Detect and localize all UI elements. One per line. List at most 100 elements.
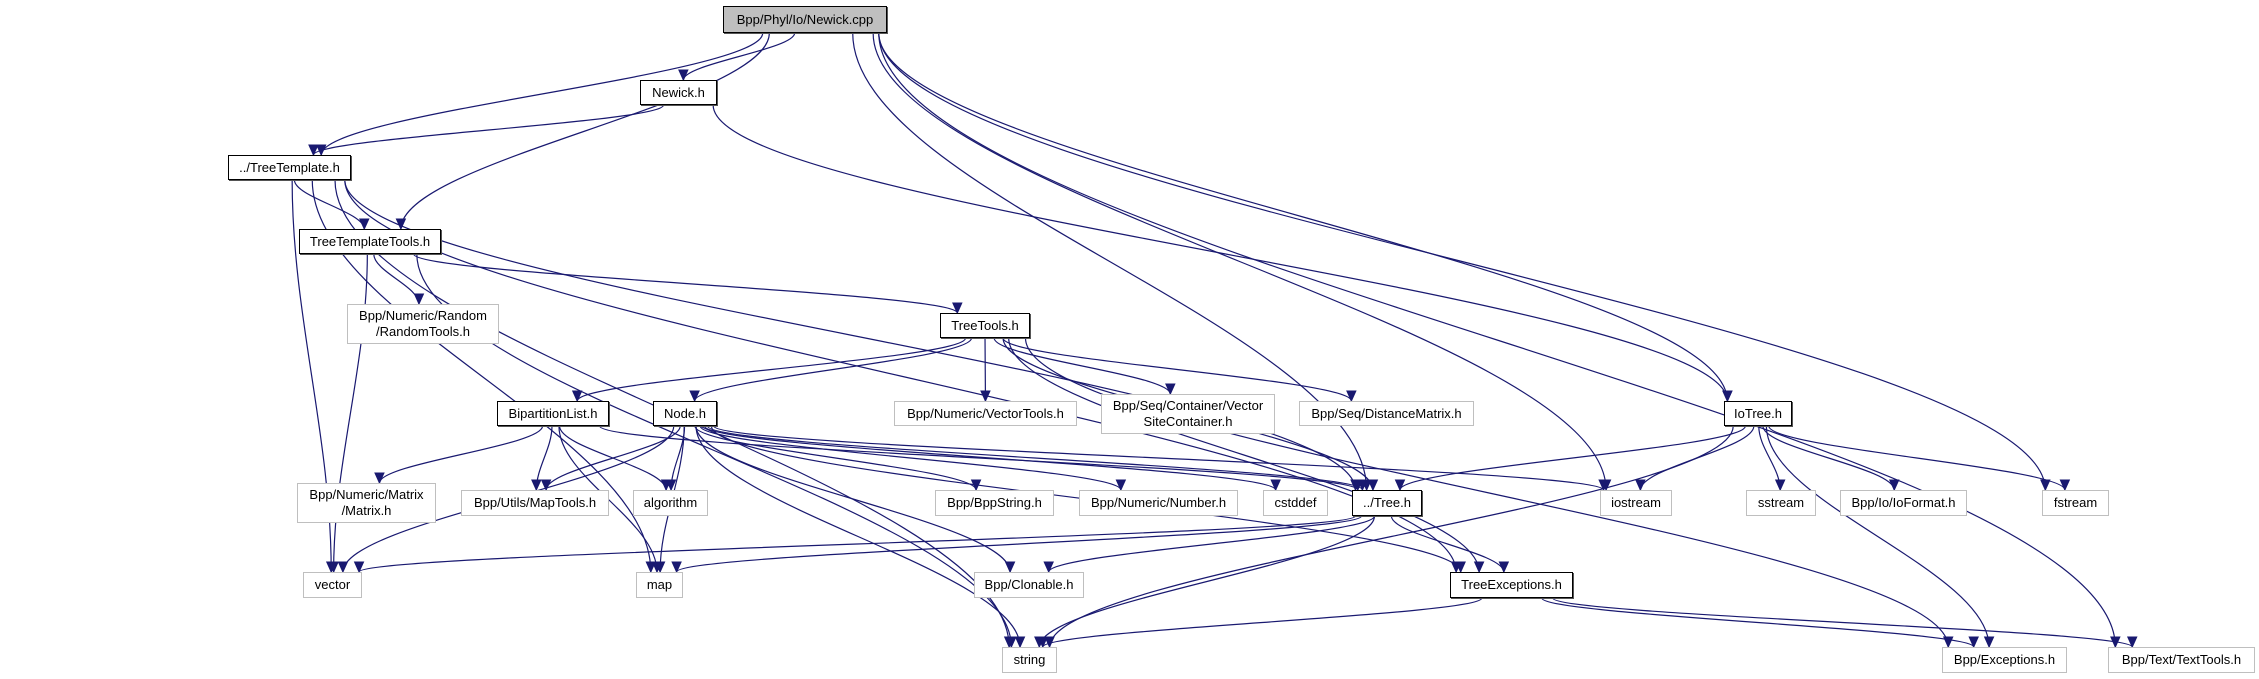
- edge-node_h-to-string: [695, 425, 1021, 648]
- edge-tree_h-to-map: [675, 515, 1363, 573]
- arrowhead-treetemplate_h-to-treetemplatetools_h: [359, 218, 370, 231]
- node-iostream: iostream: [1600, 490, 1672, 516]
- arrowhead-node_h-to-clonable_h: [1004, 561, 1016, 574]
- node-distancematrix-h: Bpp/Seq/DistanceMatrix.h: [1299, 401, 1474, 426]
- edge-newick_h-to-treetemplate_h: [312, 104, 665, 156]
- node-algorithm: algorithm: [633, 490, 708, 516]
- edge-treeexceptions_h-to-exceptions_h: [1541, 597, 1975, 648]
- node-texttools-h: Bpp/Text/TextTools.h: [2108, 647, 2255, 673]
- arrowhead-newick_h-to-iotree_h: [1722, 390, 1733, 403]
- node-vectortools-h: Bpp/Numeric/VectorTools.h: [894, 401, 1077, 426]
- arrowhead-treetemplatetools_h-to-string: [1006, 636, 1017, 649]
- edge-treetools_h-to-node_h: [694, 337, 973, 402]
- arrowhead-newick_h-to-treetemplate_h: [308, 144, 319, 157]
- node-treetemplatetools-h[interactable]: TreeTemplateTools.h: [299, 229, 441, 254]
- arrowhead-treetools_h-to-vectortools_h: [980, 390, 991, 403]
- edge-treetemplate_h-to-tree_h: [344, 179, 1357, 491]
- edge-bipartitionlist_h-to-tree_h: [599, 425, 1359, 491]
- edge-newick_cpp-to-texttools_h: [878, 32, 2116, 648]
- node-tree-h[interactable]: ../Tree.h: [1352, 490, 1422, 516]
- node-map: map: [636, 572, 683, 598]
- node-treetemplate-h[interactable]: ../TreeTemplate.h: [228, 155, 351, 180]
- edge-iotree_h-to-tree_h: [1399, 425, 1746, 491]
- node-vector: vector: [303, 572, 362, 598]
- node-iotree-h[interactable]: IoTree.h: [1724, 401, 1792, 426]
- node-string: string: [1002, 647, 1057, 673]
- node-newick-cpp[interactable]: Bpp/Phyl/Io/Newick.cpp: [723, 6, 887, 33]
- edge-node_h-to-tree_h: [706, 425, 1364, 491]
- node-sstream: sstream: [1746, 490, 1816, 516]
- node-number-h: Bpp/Numeric/Number.h: [1079, 490, 1238, 516]
- edge-treetemplatetools_h-to-vector: [333, 253, 368, 573]
- edge-newick_cpp-to-newick_h: [682, 32, 796, 81]
- node-bppstring-h: Bpp/BppString.h: [935, 490, 1054, 516]
- node-clonable-h: Bpp/Clonable.h: [974, 572, 1084, 598]
- node-fstream: fstream: [2042, 490, 2109, 516]
- arrowhead-treetools_h-to-exceptions_h: [1942, 636, 1954, 649]
- arrowhead-treetemplatetools_h-to-treetools_h: [952, 302, 963, 315]
- node-vectorsitecontainer-h: Bpp/Seq/Container/Vector SiteContainer.h: [1101, 394, 1275, 434]
- edge-iotree_h-to-ioformat_h: [1762, 425, 1895, 491]
- node-treetools-h[interactable]: TreeTools.h: [940, 313, 1030, 338]
- arrowhead-tree_h-to-map: [671, 561, 682, 574]
- edge-treetools_h-to-vectorsitecontainer_h: [993, 337, 1171, 395]
- edge-treeexceptions_h-to-string: [1042, 597, 1483, 648]
- arrowhead-treetools_h-to-vectorsitecontainer_h: [1165, 383, 1176, 396]
- arrowhead-treetools_h-to-tree_h: [1367, 479, 1379, 492]
- arrowhead-node_h-to-cstddef: [1270, 479, 1281, 492]
- edge-node_h-to-clonable_h: [695, 425, 1011, 573]
- arrowhead-node_h-to-map: [654, 561, 666, 574]
- edge-treetools_h-to-bipartitionlist_h: [576, 337, 967, 402]
- edge-tree_h-to-clonable_h: [1048, 515, 1376, 573]
- arrowhead-newick_cpp-to-fstream: [2040, 479, 2051, 492]
- edge-iotree_h-to-exceptions_h: [1765, 425, 1990, 648]
- arrowhead-node_h-to-vector: [337, 561, 349, 574]
- node-cstddef: cstddef: [1263, 490, 1328, 516]
- edge-iotree_h-to-fstream: [1768, 425, 2066, 491]
- arrowhead-node_h-to-treeexceptions_h: [1455, 561, 1466, 574]
- node-treeexceptions-h[interactable]: TreeExceptions.h: [1450, 572, 1573, 598]
- arrowhead-iotree_h-to-tree_h: [1394, 479, 1406, 492]
- node-randomtools-h: Bpp/Numeric/Random /RandomTools.h: [347, 304, 499, 344]
- arrowhead-treetemplatetools_h-to-randomtools_h: [413, 293, 425, 306]
- edge-newick_cpp-to-treetemplate_h: [320, 32, 764, 156]
- node-bipartitionlist-h[interactable]: BipartitionList.h: [497, 401, 609, 426]
- edge-newick_cpp-to-treetemplatetools_h: [400, 32, 770, 230]
- arrowhead-node_h-to-string: [1014, 636, 1026, 649]
- arrowhead-tree_h-to-treeexceptions_h: [1498, 561, 1510, 574]
- arrowhead-treeexceptions_h-to-texttools_h: [2126, 636, 2138, 649]
- arrowhead-bipartitionlist_h-to-matrix_h: [374, 472, 385, 485]
- edge-node_h-to-iostream: [713, 425, 1605, 491]
- arrowhead-tree_h-to-vector: [353, 561, 365, 574]
- arrowhead-bipartitionlist_h-to-maptools_h: [531, 479, 542, 492]
- arrowhead-treetools_h-to-treeexceptions_h: [1473, 561, 1485, 574]
- edge-tree_h-to-string: [1038, 515, 1376, 648]
- node-maptools-h: Bpp/Utils/MapTools.h: [461, 490, 609, 516]
- arrowhead-node_h-to-tree_h: [1357, 479, 1368, 492]
- edge-newick_cpp-to-fstream: [878, 32, 2046, 491]
- arrowhead-iotree_h-to-string: [1044, 636, 1055, 649]
- arrowhead-tree_h-to-clonable_h: [1043, 561, 1054, 574]
- arrowhead-treeexceptions_h-to-exceptions_h: [1968, 636, 1979, 649]
- arrowhead-newick_cpp-to-newick_h: [678, 69, 689, 82]
- edge-node_h-to-number_h: [699, 425, 1122, 491]
- edge-treetools_h-to-treeexceptions_h: [1008, 337, 1480, 573]
- edge-newick_cpp-to-iotree_h: [878, 32, 1728, 402]
- edge-treetools_h-to-exceptions_h: [1024, 337, 1949, 648]
- edge-treetemplatetools_h-to-treetools_h: [413, 253, 958, 314]
- node-node-h[interactable]: Node.h: [653, 401, 717, 426]
- edge-treetools_h-to-distancematrix_h: [1002, 337, 1352, 402]
- arrowhead-iotree_h-to-ioformat_h: [1888, 479, 1900, 492]
- arrowhead-treeexceptions_h-to-string: [1037, 636, 1049, 649]
- arrowhead-treetools_h-to-bipartitionlist_h: [571, 390, 583, 403]
- node-newick-h[interactable]: Newick.h: [640, 80, 717, 105]
- arrowhead-treetemplatetools_h-to-vector: [328, 561, 339, 574]
- arrowhead-treetemplate_h-to-map: [645, 561, 657, 574]
- edge-node_h-to-maptools_h: [545, 425, 681, 491]
- node-matrix-h: Bpp/Numeric/Matrix /Matrix.h: [297, 483, 436, 523]
- arrowhead-node_h-to-iostream: [1598, 479, 1609, 492]
- edge-tree_h-to-treeexceptions_h: [1390, 515, 1505, 573]
- edge-newick_cpp-to-iostream: [872, 32, 1607, 491]
- arrowhead-treetools_h-to-node_h: [689, 390, 700, 403]
